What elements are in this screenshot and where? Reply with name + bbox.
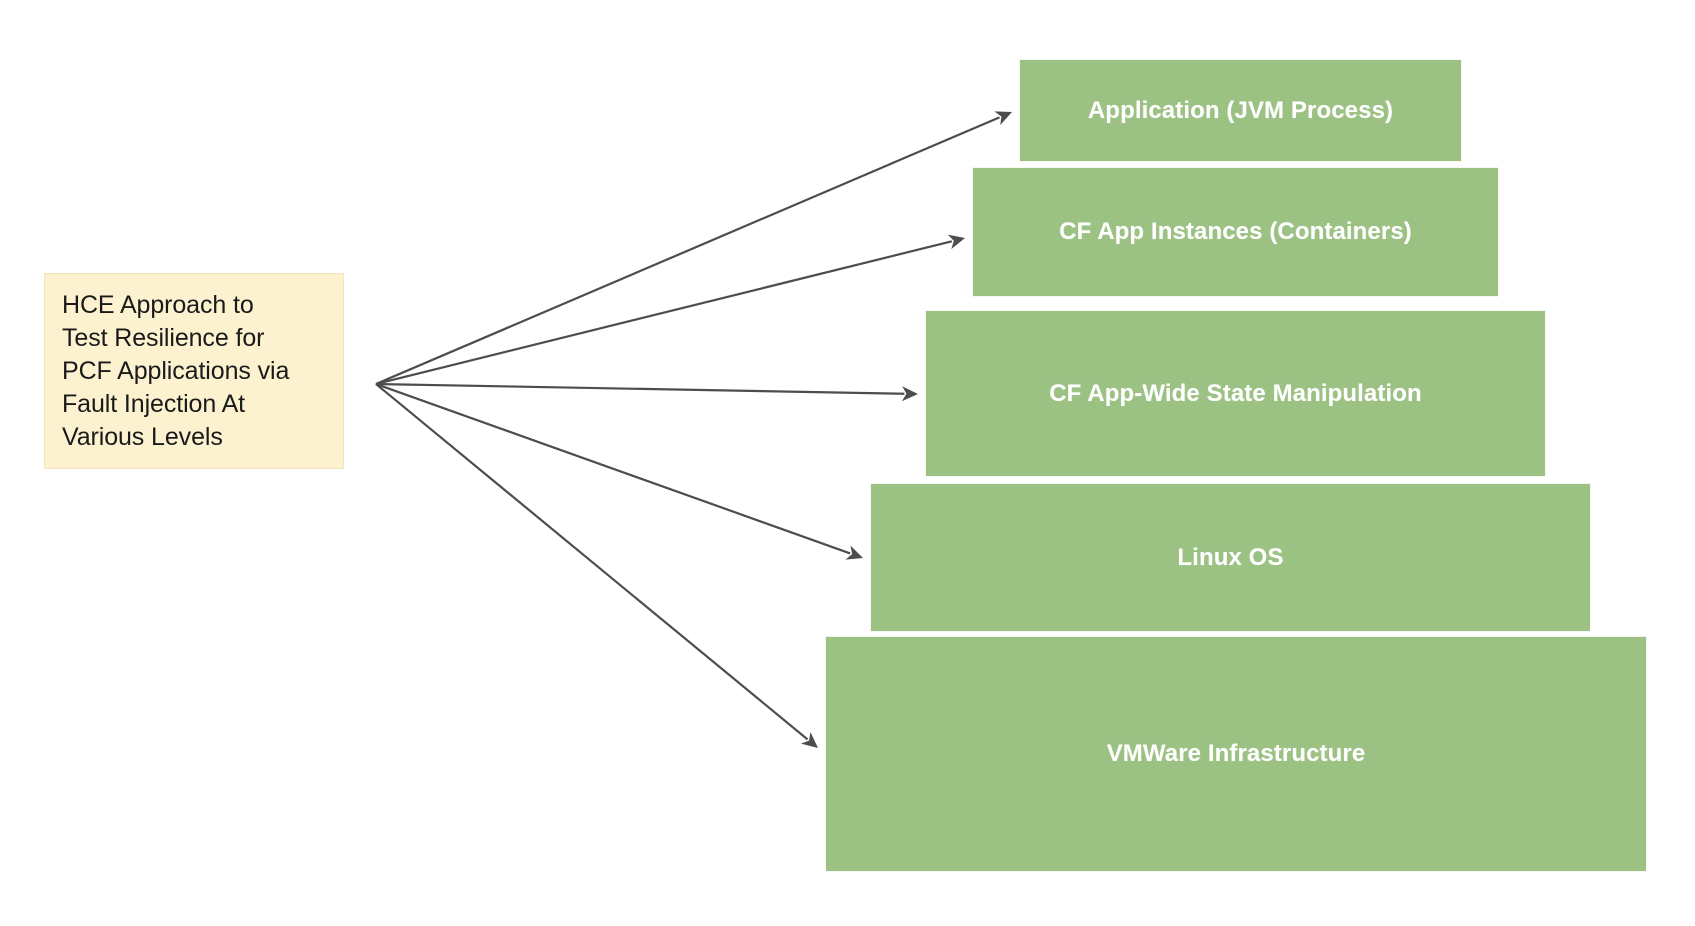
- connector-line-0: [375, 116, 1000, 386]
- source-node-label: HCE Approach to Test Resilience for PCF …: [62, 290, 290, 451]
- layer-label-vmware-infrastructure: VMWare Infrastructure: [1106, 740, 1366, 767]
- connector-line-1: [375, 240, 953, 386]
- layer-box-cf-app-instances[interactable]: CF App Instances (Containers): [972, 167, 1499, 297]
- layer-label-cf-app-wide-state: CF App-Wide State Manipulation: [1049, 379, 1422, 407]
- connector-arrowhead-4: [800, 732, 818, 748]
- connector-arrowhead-0: [994, 111, 1012, 126]
- layer-box-vmware-infrastructure[interactable]: VMWare Infrastructure: [825, 636, 1647, 872]
- connector-arrowhead-1: [947, 234, 965, 250]
- layer-box-application[interactable]: Application (JVM Process): [1019, 59, 1462, 162]
- layer-box-cf-app-wide-state[interactable]: CF App-Wide State Manipulation: [925, 310, 1546, 477]
- source-node-hce-approach[interactable]: HCE Approach to Test Resilience for PCF …: [44, 273, 344, 469]
- connector-line-3: [375, 382, 851, 555]
- connector-line-4: [375, 383, 809, 741]
- layer-label-application: Application (JVM Process): [1087, 96, 1394, 124]
- connector-arrowhead-2: [901, 386, 918, 402]
- layer-label-linux-os: Linux OS: [1177, 543, 1284, 571]
- connector-line-2: [375, 382, 905, 395]
- layer-box-linux-os[interactable]: Linux OS: [870, 483, 1591, 632]
- layer-label-cf-app-instances: CF App Instances (Containers): [1059, 218, 1412, 245]
- connector-arrowhead-3: [845, 545, 863, 560]
